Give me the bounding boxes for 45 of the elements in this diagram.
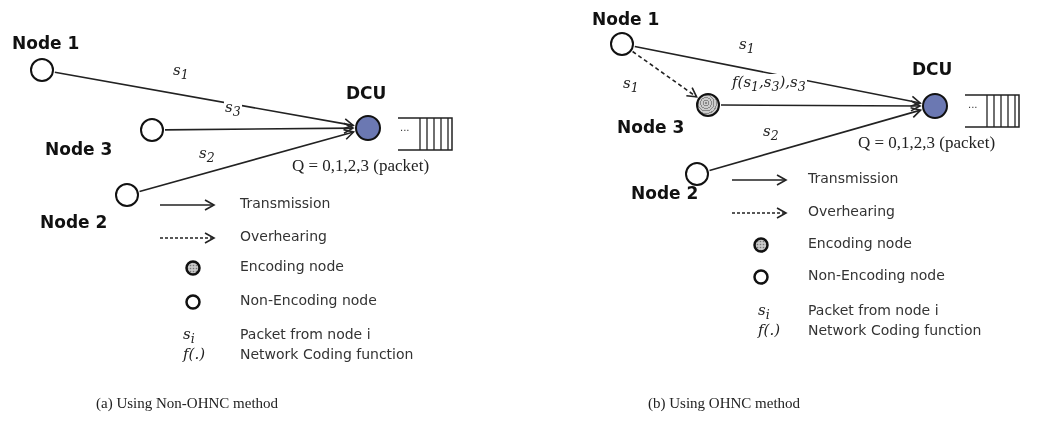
node-label: DCU: [346, 84, 387, 103]
legend-text: Encoding node: [808, 236, 912, 252]
node-circle: [140, 118, 164, 142]
legend-text: Non-Encoding node: [808, 268, 945, 284]
legend-text: Overhearing: [808, 204, 895, 220]
legend-text: Transmission: [240, 196, 331, 212]
node-label: Node 2: [631, 184, 699, 203]
legend-text: Packet from node i: [240, 327, 371, 343]
ellipsis: ...: [400, 122, 410, 133]
node-circle: [610, 32, 634, 56]
dcu-node-circle: [922, 93, 948, 119]
node-label: Node 3: [617, 118, 685, 137]
node-circle: [685, 162, 709, 186]
caption: (b) Using OHNC method: [648, 395, 801, 412]
queue-label: Q = 0,1,2,3 (packet): [292, 157, 430, 176]
node-label: DCU: [912, 60, 953, 79]
arrow: [54, 71, 355, 130]
legend-text: Overhearing: [240, 229, 327, 245]
ellipsis: ...: [968, 99, 978, 110]
legend-text: Non-Encoding node: [240, 293, 377, 309]
legend-text: Network Coding function: [240, 347, 414, 363]
queue-label: Q = 0,1,2,3 (packet): [858, 134, 996, 153]
legend-text: Packet from node i: [808, 303, 939, 319]
legend-text: Encoding node: [240, 259, 344, 275]
node-circle: [30, 58, 54, 82]
symbol: f(.): [757, 322, 782, 339]
caption: (a) Using Non-OHNC method: [96, 395, 279, 412]
dashed-arrow: [631, 50, 698, 98]
dcu-node-circle: [355, 115, 381, 141]
arrow: [720, 100, 921, 112]
node-label: Node 2: [40, 213, 108, 232]
arrow: [164, 122, 354, 134]
edge-label: s$_{3}$: [224, 99, 242, 119]
legend-text: Transmission: [808, 171, 899, 187]
node-label: Node 1: [12, 34, 80, 53]
arrow: [138, 128, 355, 193]
node-circle: [115, 183, 139, 207]
legend-text: Network Coding function: [808, 323, 982, 339]
arrow: [633, 45, 922, 108]
symbol: f(.): [182, 346, 207, 363]
arrow: [708, 107, 922, 172]
node-label: Node 1: [592, 10, 660, 29]
edge-label: f(s$_{1}$,s$_{3}$),s$_{3}$: [731, 74, 807, 94]
node-label: Node 3: [45, 140, 113, 159]
encoding-node-circle: [696, 93, 720, 117]
